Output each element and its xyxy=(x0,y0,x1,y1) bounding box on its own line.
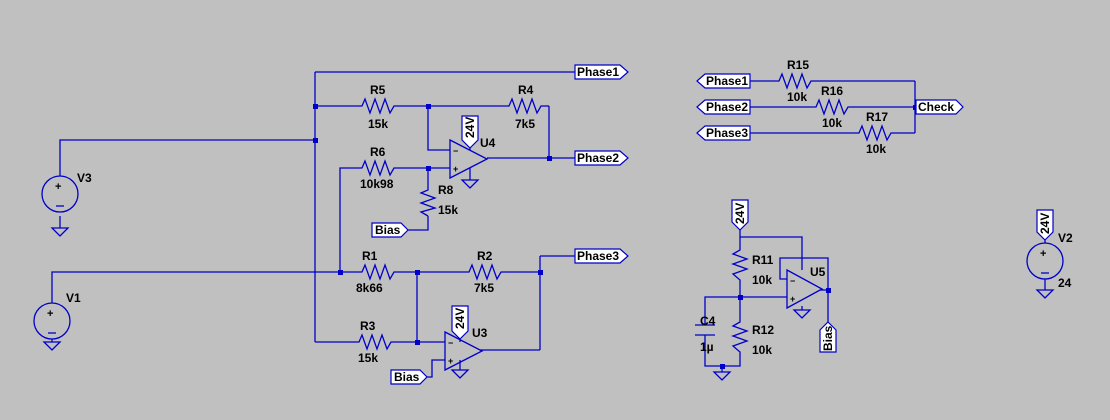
net-flag-phase1-in[interactable] xyxy=(696,73,751,89)
v3-name: V3 xyxy=(77,171,92,185)
u5-name: U5 xyxy=(810,265,826,279)
resistor-r3[interactable] xyxy=(355,333,395,351)
voltage-source-v2[interactable]: + xyxy=(1026,242,1064,280)
r3-name: R3 xyxy=(360,319,376,333)
voltage-source-v1[interactable]: + xyxy=(33,302,71,340)
r1-name: R1 xyxy=(362,249,378,263)
net-label-bias-u5: Bias xyxy=(821,325,835,351)
net-label-supply-u4: 24V xyxy=(463,117,477,138)
net-flag-supply-u3[interactable] xyxy=(451,305,469,340)
net-flag-phase2-out[interactable] xyxy=(574,150,629,166)
resistor-r11[interactable] xyxy=(731,246,749,284)
resistor-r6[interactable] xyxy=(358,159,398,177)
v1-name: V1 xyxy=(66,291,81,305)
r2-name: R2 xyxy=(477,249,493,263)
voltage-source-v3[interactable]: + xyxy=(41,172,79,213)
ground-symbol-u5 xyxy=(792,309,812,319)
resistor-r5[interactable] xyxy=(358,97,398,115)
resistor-r12[interactable] xyxy=(731,318,749,356)
opamp-u5[interactable]: − + xyxy=(786,268,824,310)
v3-plus-sign: + xyxy=(55,181,61,193)
wires xyxy=(51,71,1046,378)
r11-value: 10k xyxy=(752,273,772,287)
net-flag-supply-u4[interactable] xyxy=(461,115,479,149)
v1-plus-sign: + xyxy=(47,308,53,320)
u4-plus-sign: + xyxy=(453,164,458,174)
resistor-r16[interactable] xyxy=(812,98,852,116)
r12-name: R12 xyxy=(752,323,774,337)
resistor-r15[interactable] xyxy=(775,72,815,90)
ground-symbol-v3 xyxy=(50,227,70,237)
u4-name: U4 xyxy=(480,136,496,150)
ground-symbol-v2 xyxy=(1035,289,1055,299)
net-label-phase1-out: Phase1 xyxy=(577,65,619,79)
resistor-r1[interactable] xyxy=(358,263,398,281)
r3-value: 15k xyxy=(358,351,378,365)
u3-minus-sign: − xyxy=(448,338,453,348)
u3-name: U3 xyxy=(472,326,488,340)
net-flag-check[interactable] xyxy=(915,99,964,115)
u5-minus-sign: − xyxy=(790,276,795,286)
r17-name: R17 xyxy=(866,110,888,124)
net-flag-phase3-out[interactable] xyxy=(574,248,629,264)
ground-symbol-u3 xyxy=(450,369,470,379)
net-label-check: Check xyxy=(918,100,954,114)
v2-name: V2 xyxy=(1058,231,1073,245)
component-labels: R5 15k R4 7k5 R6 10k98 R8 15k R1 8k66 R2… xyxy=(66,58,1073,365)
r8-value: 15k xyxy=(438,203,458,217)
c4-value: 1µ xyxy=(700,340,714,354)
opamp-u4[interactable]: − + xyxy=(449,138,489,180)
r8-name: R8 xyxy=(438,183,454,197)
net-flag-phase3-in[interactable] xyxy=(696,125,751,141)
net-label-supply-u3: 24V xyxy=(453,308,467,329)
resistor-r2[interactable] xyxy=(465,263,505,281)
net-label-bias-u4: Bias xyxy=(375,223,401,237)
net-flag-bias-u4[interactable] xyxy=(371,222,409,238)
u4-minus-sign: − xyxy=(453,146,458,156)
v2-plus-sign: + xyxy=(1040,248,1046,260)
r15-name: R15 xyxy=(787,58,809,72)
net-label-bias-u3: Bias xyxy=(394,370,420,384)
v2-value: 24 xyxy=(1058,276,1072,290)
net-label-phase1-in: Phase1 xyxy=(706,74,748,88)
r16-value: 10k xyxy=(822,116,842,130)
r4-name: R4 xyxy=(518,83,534,97)
resistor-r17[interactable] xyxy=(855,124,895,142)
net-flag-supply-r11[interactable] xyxy=(731,199,749,231)
r5-name: R5 xyxy=(370,83,386,97)
resistor-r8[interactable] xyxy=(419,186,438,217)
u3-plus-sign: + xyxy=(448,356,453,366)
r11-name: R11 xyxy=(752,253,774,267)
r4-value: 7k5 xyxy=(515,117,535,131)
r15-value: 10k xyxy=(787,90,807,104)
u5-plus-sign: + xyxy=(790,294,795,304)
r6-value: 10k98 xyxy=(360,177,394,191)
r12-value: 10k xyxy=(752,343,772,357)
r2-value: 7k5 xyxy=(474,281,494,295)
ground-symbol-c4 xyxy=(712,371,732,381)
net-flag-phase2-in[interactable] xyxy=(696,99,751,115)
capacitor-c4[interactable] xyxy=(695,324,715,336)
r5-value: 15k xyxy=(368,117,388,131)
r16-name: R16 xyxy=(821,84,843,98)
net-flag-bias-u5[interactable] xyxy=(819,321,837,353)
r17-value: 10k xyxy=(866,142,886,156)
r1-value: 8k66 xyxy=(356,281,383,295)
opamp-u3[interactable]: − + xyxy=(444,330,484,372)
net-label-phase3-in: Phase3 xyxy=(706,126,748,140)
net-label-phase3-out: Phase3 xyxy=(577,249,619,263)
c4-name: C4 xyxy=(700,314,716,328)
net-label-supply-v2: 24V xyxy=(1038,213,1052,234)
net-label-phase2-out: Phase2 xyxy=(577,151,619,165)
net-flag-supply-v2[interactable] xyxy=(1036,209,1054,241)
resistor-r4[interactable] xyxy=(505,97,545,115)
net-flag-bias-u3[interactable] xyxy=(390,369,428,385)
ground-symbol-v1 xyxy=(42,341,62,351)
net-label-phase2-in: Phase2 xyxy=(706,100,748,114)
ground-symbol-u4 xyxy=(460,179,480,189)
net-label-supply-r11: 24V xyxy=(733,203,747,224)
net-flag-phase1-out[interactable] xyxy=(574,64,629,80)
r6-name: R6 xyxy=(370,145,386,159)
